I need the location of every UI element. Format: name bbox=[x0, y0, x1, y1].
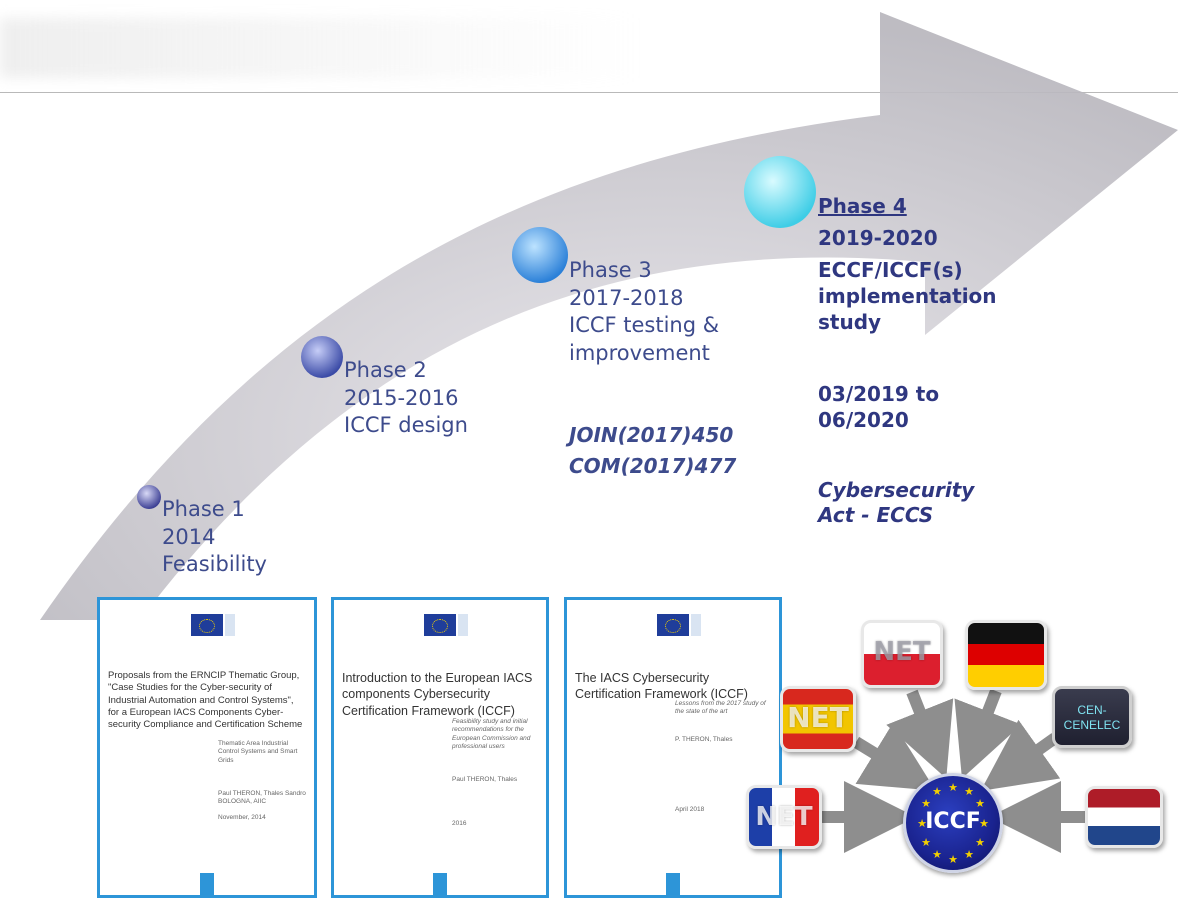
phase-2-marker bbox=[301, 336, 343, 378]
phase-1-desc: Feasibility bbox=[162, 552, 267, 577]
phase-3-marker bbox=[512, 227, 568, 283]
publisher-logo-icon bbox=[433, 873, 447, 895]
poland-flag-icon: NET bbox=[861, 620, 943, 688]
timeline-arrow bbox=[40, 12, 1178, 620]
document-2-title: Introduction to the European IACS compon… bbox=[342, 671, 533, 718]
flag-arrows bbox=[822, 688, 1085, 853]
document-2-sub: Feasibility study and initial recommenda… bbox=[452, 718, 531, 751]
eu-flag-icon bbox=[424, 614, 456, 636]
header-rule bbox=[0, 92, 1178, 93]
svg-text:★: ★ bbox=[921, 836, 931, 849]
phase-4-period: 03/2019 to 06/2020 bbox=[818, 381, 939, 433]
document-1-title: Proposals from the ERNCIP Thematic Group… bbox=[108, 670, 303, 731]
phase-4-years: 2019-2020 bbox=[818, 226, 938, 250]
svg-text:★: ★ bbox=[932, 848, 942, 861]
germany-flag-icon bbox=[965, 620, 1047, 690]
phase-1-text: Phase 1 2014 Feasibility bbox=[162, 496, 267, 579]
phase-2-label: Phase 2 bbox=[344, 358, 427, 382]
phase-4-period-1: 03/2019 to bbox=[818, 382, 940, 406]
phase-4-act: Cybersecurity Act - ECCS bbox=[818, 478, 974, 528]
phase-3-ref-1: JOIN(2017)450 bbox=[569, 423, 734, 447]
phase-3-refs: JOIN(2017)450 COM(2017)477 bbox=[569, 420, 736, 482]
phase-3-years: 2017-2018 bbox=[569, 285, 684, 310]
publisher-logo-icon bbox=[200, 873, 214, 895]
publisher-logo-icon bbox=[666, 873, 680, 895]
phase-4-act-2: Act - ECCS bbox=[818, 503, 934, 527]
cen-label-1: CEN- bbox=[1077, 703, 1107, 717]
svg-text:★: ★ bbox=[964, 848, 974, 861]
france-flag-icon: NET bbox=[746, 785, 822, 849]
document-2-date: 2016 bbox=[452, 820, 467, 827]
svg-text:★: ★ bbox=[975, 797, 985, 810]
phase-3-desc-1: ICCF testing & bbox=[569, 313, 720, 338]
svg-text:★: ★ bbox=[979, 817, 989, 830]
phase-2-years: 2015-2016 bbox=[344, 385, 459, 410]
eu-flag-icon bbox=[657, 614, 689, 636]
phase-2-text: Phase 2 2015-2016 ICCF design bbox=[344, 357, 468, 440]
phase-1-years: 2014 bbox=[162, 524, 216, 549]
document-3-date: April 2018 bbox=[675, 806, 705, 813]
phase-3-label: Phase 3 bbox=[569, 258, 652, 282]
document-3-sub: Lessons from the 2017 study of the state… bbox=[675, 700, 766, 716]
eu-stars-icon: ★★★ ★★★ ★★★ ★★★ bbox=[917, 781, 989, 866]
phase-4-marker bbox=[744, 156, 816, 228]
phase-4-period-2: 06/2020 bbox=[818, 408, 909, 432]
poland-net-label: NET bbox=[873, 637, 931, 667]
document-1-date: November, 2014 bbox=[218, 814, 266, 821]
phase-1-marker bbox=[137, 485, 161, 509]
document-cover-3: The IACS Cybersecurity Certification Fra… bbox=[564, 597, 782, 898]
phase-4-text: Phase 4 2019-2020 ECCF/ICCF(s) implement… bbox=[818, 193, 997, 335]
cen-cenelec-logo: CEN- CENELEC bbox=[1052, 686, 1132, 748]
cen-label-2: CENELEC bbox=[1063, 718, 1121, 732]
svg-text:★: ★ bbox=[948, 853, 958, 866]
iccf-hub-label: ICCF bbox=[925, 809, 981, 834]
svg-text:★: ★ bbox=[948, 781, 958, 794]
blurred-header bbox=[0, 18, 640, 78]
netherlands-flag-icon bbox=[1085, 786, 1163, 848]
document-3-authors: P. THERON, Thales bbox=[675, 736, 733, 743]
svg-text:★: ★ bbox=[975, 836, 985, 849]
document-1-authors: Paul THERON, Thales Sandro BOLOGNA, AIIC bbox=[218, 790, 306, 806]
spain-net-label: NET bbox=[787, 701, 849, 734]
phase-1-label: Phase 1 bbox=[162, 497, 245, 521]
svg-text:★: ★ bbox=[964, 785, 974, 798]
svg-text:★: ★ bbox=[921, 797, 931, 810]
phase-4-label: Phase 4 bbox=[818, 194, 907, 218]
phase-3-ref-2: COM(2017)477 bbox=[569, 454, 737, 478]
phase-3-desc-2: improvement bbox=[569, 341, 710, 366]
phase-4-act-1: Cybersecurity bbox=[818, 478, 975, 502]
france-net-label: NET bbox=[755, 802, 813, 832]
phase-4-desc-3: study bbox=[818, 310, 882, 334]
phase-4-desc-1: ECCF/ICCF(s) bbox=[818, 258, 963, 282]
phase-4-desc-2: implementation bbox=[818, 284, 997, 308]
svg-text:★: ★ bbox=[917, 817, 927, 830]
spain-flag-icon: NET bbox=[780, 686, 856, 752]
phase-2-desc: ICCF design bbox=[344, 413, 468, 438]
document-3-title: The IACS Cybersecurity Certification Fra… bbox=[575, 671, 748, 702]
phase-3-text: Phase 3 2017-2018 ICCF testing & improve… bbox=[569, 257, 719, 368]
iccf-hub-icon: ★★★ ★★★ ★★★ ★★★ ICCF bbox=[903, 773, 1003, 873]
document-cover-2: Introduction to the European IACS compon… bbox=[331, 597, 549, 898]
eu-flag-icon bbox=[191, 614, 223, 636]
document-cover-1: Proposals from the ERNCIP Thematic Group… bbox=[97, 597, 317, 898]
document-1-area: Thematic Area Industrial Control Systems… bbox=[218, 740, 298, 764]
svg-text:★: ★ bbox=[932, 785, 942, 798]
document-2-authors: Paul THERON, Thales bbox=[452, 776, 518, 783]
